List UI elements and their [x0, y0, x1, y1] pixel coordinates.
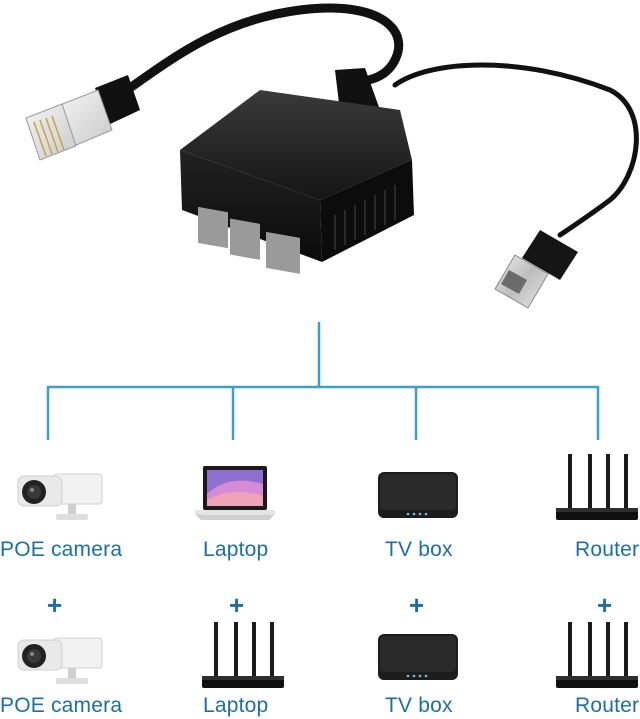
rj45-ports: [198, 206, 300, 274]
device-label-laptop: Laptop: [203, 694, 269, 717]
laptop-icon: [195, 466, 275, 520]
poe-camera-icon: [17, 637, 103, 684]
device-label-tv-box: TV box: [385, 538, 453, 561]
device-label-laptop: Laptop: [203, 538, 269, 561]
device-label-router: Router: [575, 538, 640, 561]
usb-power-cable: [392, 62, 639, 238]
rj45-plug: [25, 75, 140, 161]
tv-box-icon: [378, 472, 458, 518]
router-icon: [556, 622, 638, 688]
device-label-router: Router: [575, 694, 640, 717]
ethernet-cable: [115, 3, 404, 100]
router-icon: [202, 622, 284, 688]
tv-box-icon: [378, 634, 458, 680]
device-label-poe-camera: POE camera: [0, 694, 123, 717]
splitter-body: [180, 68, 414, 262]
splitter-product-image: [25, 3, 639, 309]
device-label-poe-camera: POE camera: [0, 538, 123, 561]
plus-sign: +: [47, 590, 63, 620]
device-label-tv-box: TV box: [385, 694, 453, 717]
router-icon: [556, 454, 638, 520]
plus-sign: +: [229, 590, 245, 620]
usb-plug: [494, 230, 578, 309]
plus-sign: +: [597, 590, 613, 620]
plus-sign: +: [409, 590, 425, 620]
poe-camera-icon: [17, 473, 103, 520]
